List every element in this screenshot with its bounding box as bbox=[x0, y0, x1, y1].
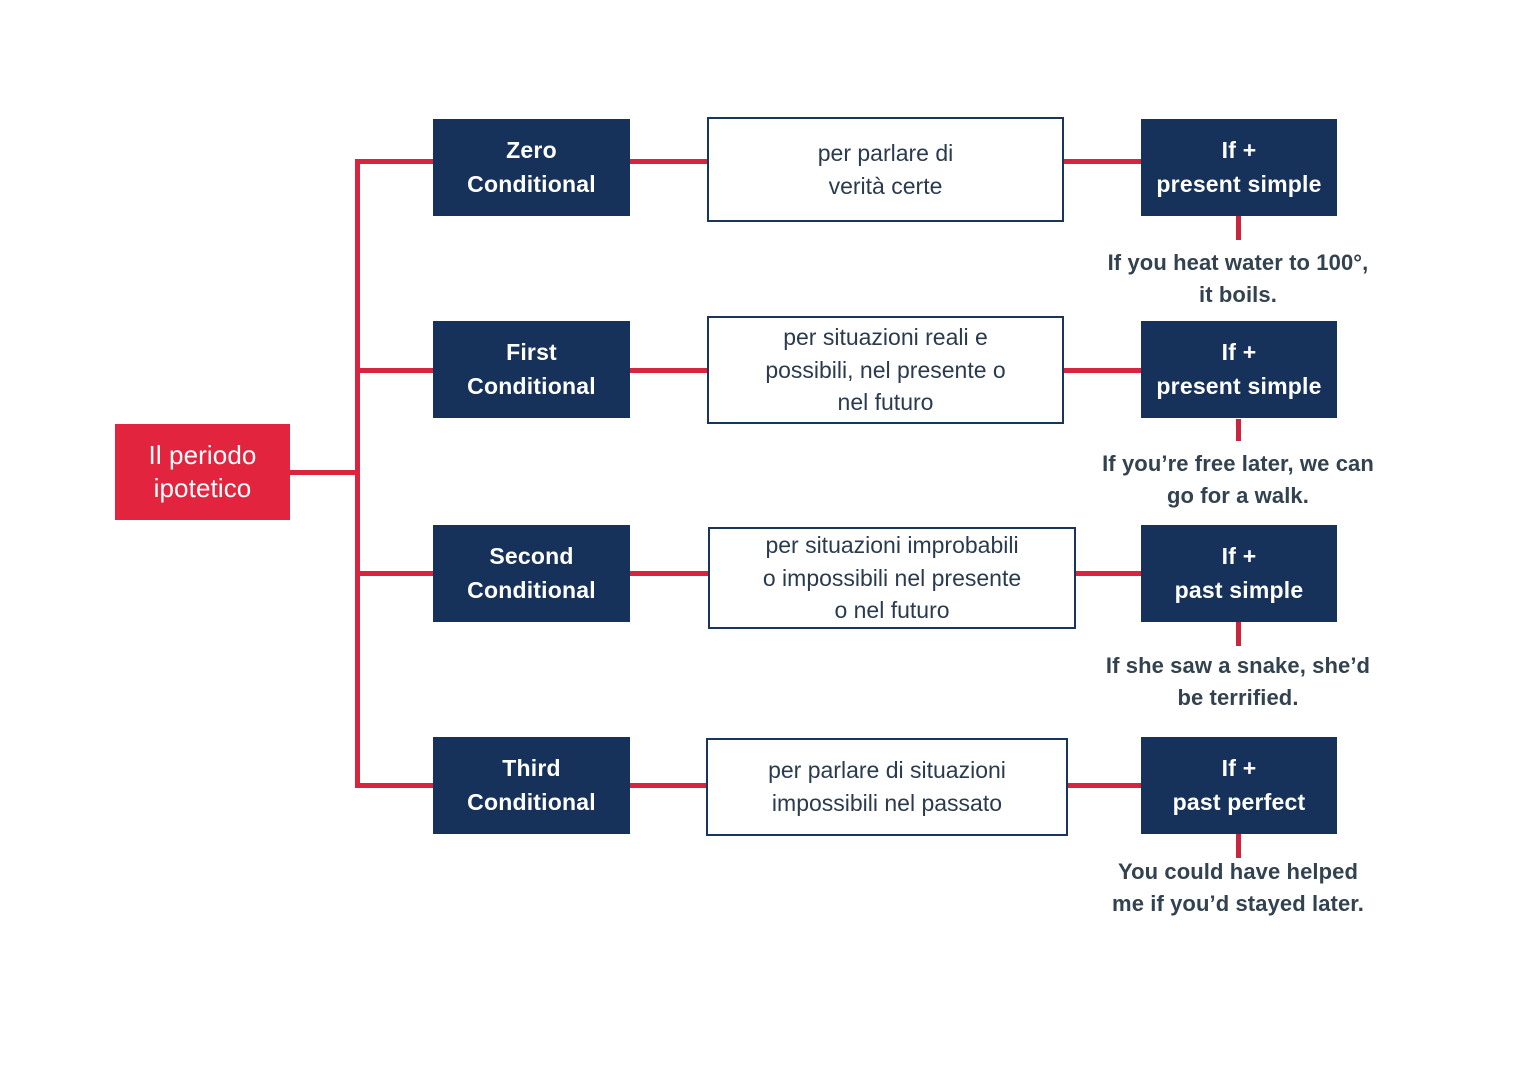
form-box-third-conditional-label: If +past perfect bbox=[1172, 755, 1306, 815]
connector-form-to-example-first bbox=[1236, 419, 1241, 441]
connector-root-to-trunk bbox=[290, 470, 360, 475]
connector-second-to-use bbox=[628, 571, 710, 576]
connector-form-to-example-third bbox=[1236, 834, 1241, 858]
connector-trunk-to-first bbox=[355, 368, 435, 373]
connector-form-to-example-second bbox=[1236, 622, 1241, 646]
root-node[interactable]: Il periodo ipotetico bbox=[115, 424, 290, 520]
connector-form-to-example-zero bbox=[1236, 216, 1241, 240]
example-zero-conditional-text: If you heat water to 100°,it boils. bbox=[1107, 250, 1369, 307]
connector-trunk-vertical bbox=[355, 159, 360, 788]
connector-use-to-form-first bbox=[1058, 368, 1143, 373]
connector-trunk-to-zero bbox=[355, 159, 435, 164]
form-box-second-conditional-label: If +past simple bbox=[1174, 543, 1304, 603]
form-box-second-conditional[interactable]: If +past simple bbox=[1141, 525, 1337, 622]
connector-third-to-use bbox=[628, 783, 710, 788]
connector-zero-to-use bbox=[628, 159, 710, 164]
connector-use-to-form-zero bbox=[1058, 159, 1143, 164]
connector-trunk-to-second bbox=[355, 571, 435, 576]
connector-use-to-form-third bbox=[1064, 783, 1143, 788]
form-box-zero-conditional-label: If +present simple bbox=[1156, 137, 1322, 197]
connector-first-to-use bbox=[628, 368, 710, 373]
connector-trunk-to-third bbox=[355, 783, 435, 788]
connector-use-to-form-second bbox=[1070, 571, 1143, 576]
root-node-label: Il periodo ipotetico bbox=[148, 439, 257, 503]
form-box-zero-conditional[interactable]: If +present simple bbox=[1141, 119, 1337, 216]
form-box-third-conditional[interactable]: If +past perfect bbox=[1141, 737, 1337, 834]
form-box-first-conditional-label: If +present simple bbox=[1156, 339, 1322, 399]
example-zero-conditional: If you heat water to 100°,it boils. bbox=[1073, 247, 1403, 311]
form-box-first-conditional[interactable]: If +present simple bbox=[1141, 321, 1337, 418]
